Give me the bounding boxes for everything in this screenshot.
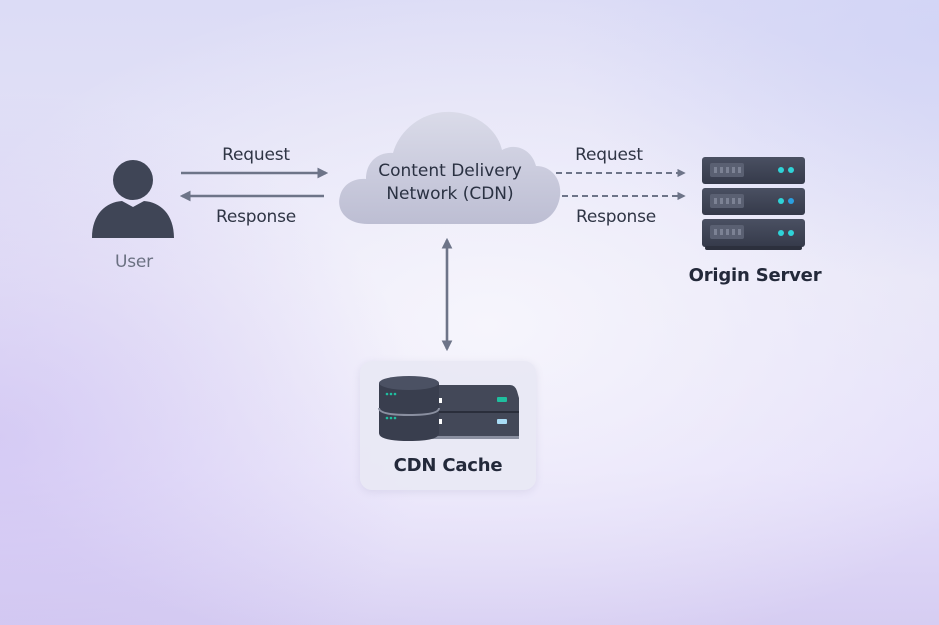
database-server-icon: [378, 376, 519, 441]
cdn-label-line1: Content Delivery: [378, 161, 522, 181]
edge-label-response-cdn-origin: Response: [575, 207, 657, 227]
server-rack-icon: [702, 157, 805, 250]
led-icon: [788, 198, 794, 204]
cdn-label: Content Delivery Network (CDN): [350, 160, 550, 206]
edge-label-request-cdn-origin: Request: [575, 145, 643, 165]
user-icon: [92, 160, 174, 238]
cloud-icon: [339, 111, 561, 224]
edge-label-request-user-cdn: Request: [222, 145, 290, 165]
edge-label-response-cdn-user: Response: [215, 207, 297, 227]
led-icon: [778, 230, 784, 236]
led-icon: [778, 167, 784, 173]
cdn-label-line2: Network (CDN): [386, 184, 514, 204]
user-label: User: [115, 252, 153, 272]
cdn-cache-label: CDN Cache: [393, 455, 503, 476]
origin-server-label: Origin Server: [688, 265, 822, 286]
led-icon: [778, 198, 784, 204]
led-icon: [788, 167, 794, 173]
led-icon: [788, 230, 794, 236]
